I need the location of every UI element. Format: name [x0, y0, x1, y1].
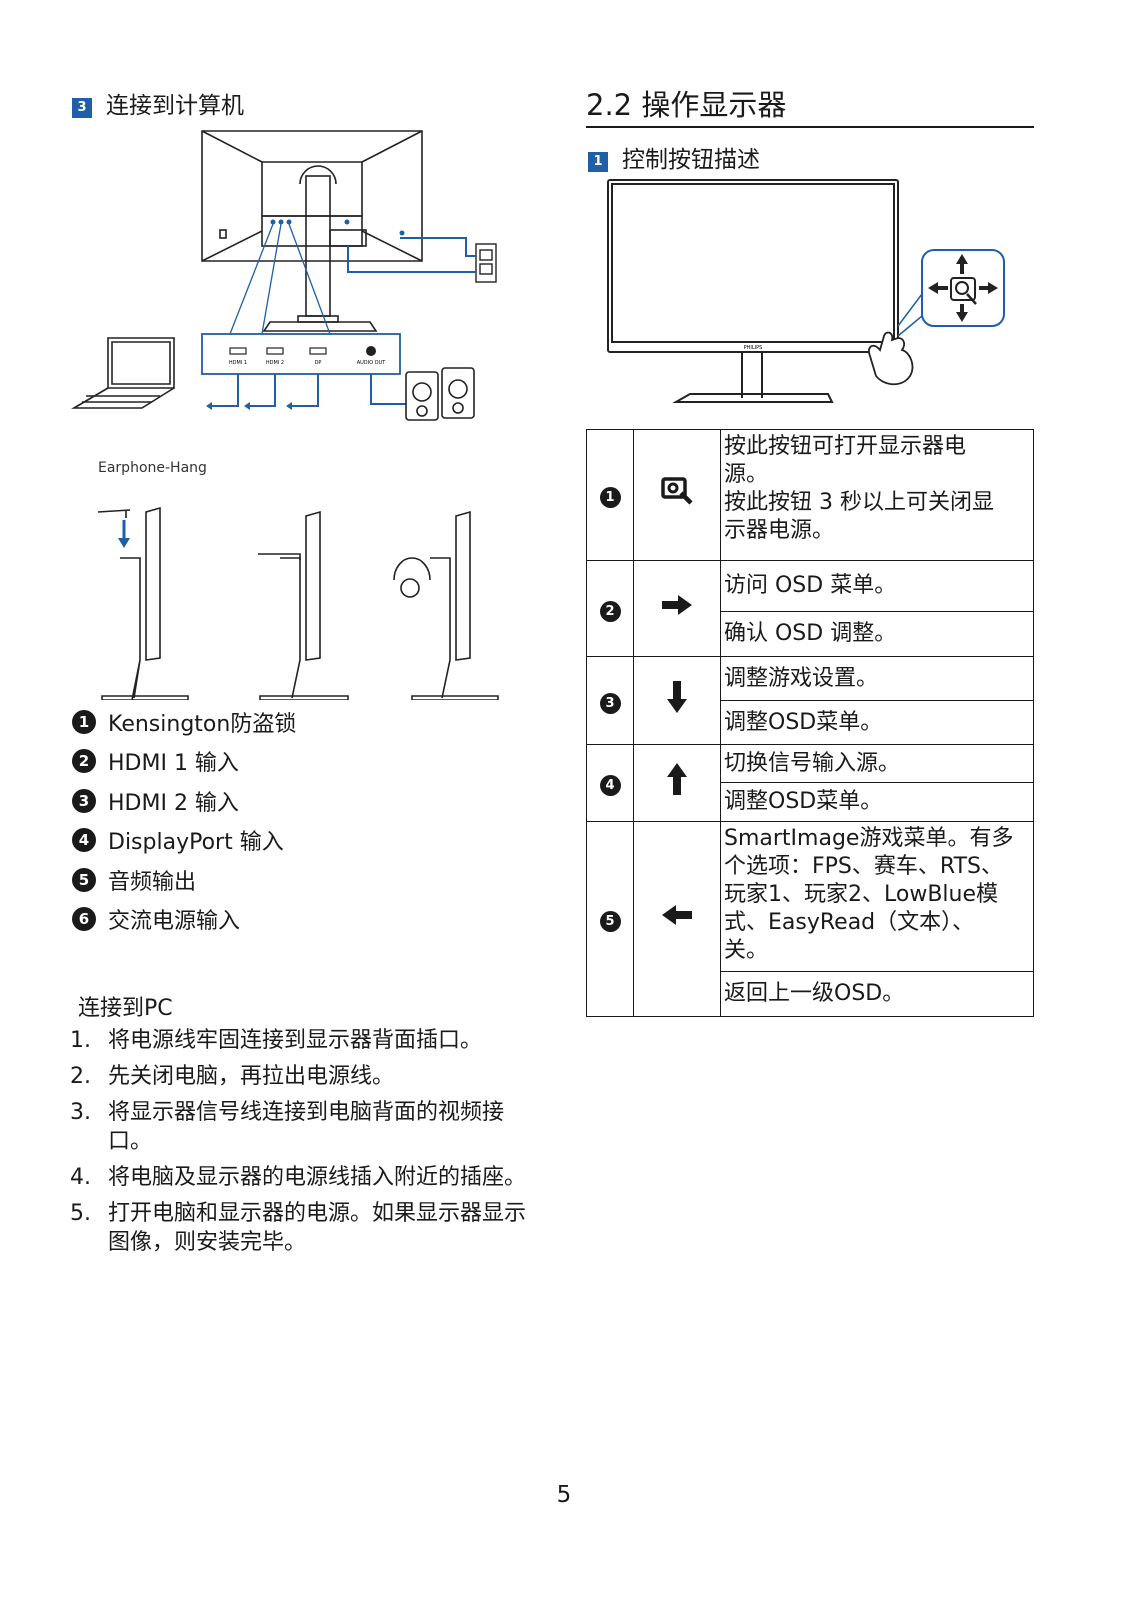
heading-rule [586, 126, 1034, 128]
row-number: 5 [599, 911, 621, 932]
laptop-illustration [71, 337, 175, 409]
page-number: 5 [556, 1482, 572, 1508]
hand-illustration [868, 331, 914, 386]
arrow-up-icon [667, 763, 687, 795]
table-row: 调整OSD菜单。 [587, 782, 1034, 822]
connection-diagram: HDMI 1 HDMI 2 DP AUDIO OUT [71, 130, 497, 421]
row-number: 4 [599, 775, 621, 796]
subsection-number-badge: 1 [588, 152, 608, 172]
step-item: 1.将电源线牢固连接到显示器背面插口。 [70, 1028, 483, 1053]
table-row: 1 按此按钮可打开显示器电 源。 按此按钮 3 秒以上可关闭显 示器电源。 [586, 429, 1034, 561]
section-heading-operate: 2.2 操作显示器 [586, 88, 787, 122]
brand-label: PHILIPS [744, 345, 763, 351]
step-item: 2.先关闭电脑，再拉出电源线。 [70, 1064, 395, 1089]
power-osd-icon [661, 477, 693, 505]
table-row: 调整OSD菜单。 [587, 700, 1034, 745]
port-label-dp: DP [315, 360, 322, 366]
row-number: 2 [599, 600, 621, 622]
arrow-right-icon [662, 594, 692, 615]
table-row: 确认 OSD 调整。 [587, 611, 1034, 657]
connect-pc-title: 连接到PC [78, 996, 173, 1021]
port-label-hdmi2: HDMI 2 [266, 360, 284, 366]
connection-steps: 1.将电源线牢固连接到显示器背面插口。 2.先关闭电脑，再拉出电源线。 3.将显… [70, 1026, 530, 1264]
port-panel [201, 333, 401, 375]
subsection-title: 控制按钮描述 [622, 147, 760, 173]
row-number: 3 [599, 692, 621, 714]
speakers-illustration [405, 367, 475, 421]
wall-socket-illustration [475, 243, 497, 283]
table-row: 4 切换信号输入源。 [586, 744, 1034, 822]
monitor-front-diagram: PHILIPS [607, 179, 1005, 403]
step-item: 3.将显示器信号线连接到电脑背面的视频接口。 [70, 1100, 505, 1154]
port-label-audio: AUDIO OUT [357, 360, 387, 366]
section-heading-connect: 3 连接到计算机 [72, 86, 244, 120]
subsection-heading: 1 控制按钮描述 [588, 140, 760, 174]
table-row: 2 访问 OSD 菜单。 [586, 560, 1034, 657]
arrow-left-icon [662, 905, 692, 925]
section-number-badge: 3 [72, 98, 92, 118]
earphone-hang-diagram [97, 506, 499, 700]
earphone-hang-label: Earphone-Hang [98, 460, 207, 476]
table-row: 返回上一级OSD。 [587, 971, 1034, 1017]
monitor-back-illustration [201, 130, 423, 332]
row-number: 1 [599, 487, 621, 508]
section-title: 连接到计算机 [106, 93, 244, 119]
port-label-hdmi1: HDMI 1 [229, 360, 247, 366]
table-row: 5 SmartImage游戏菜单。有多 个选项：FPS、赛车、RTS、 玩家1、… [586, 821, 1034, 1017]
control-buttons-table: 1 按此按钮可打开显示器电 源。 按此按钮 3 秒以上可关闭显 示器电源。 2 … [586, 429, 1034, 1017]
step-item: 4.将电脑及显示器的电源线插入附近的插座。 [70, 1165, 527, 1190]
arrow-down-icon [667, 680, 687, 713]
step-item: 5.打开电脑和显示器的电源。如果显示器显示图像，则安装完毕。 [70, 1201, 527, 1255]
table-row: 3 调整游戏设置。 [586, 656, 1034, 745]
